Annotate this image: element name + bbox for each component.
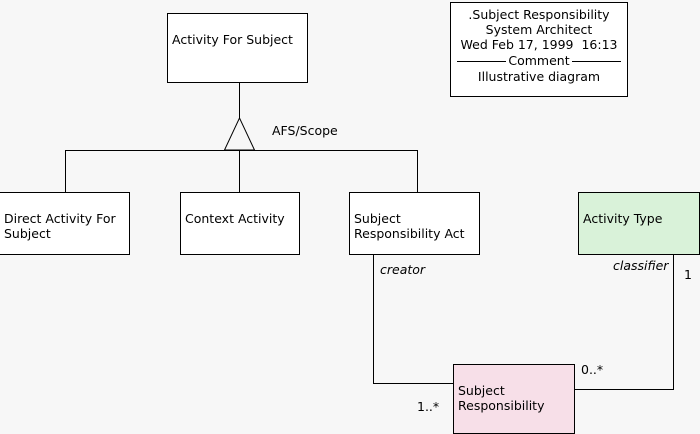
note-name: .Subject Responsibility [468, 7, 610, 22]
generalization-drop-subject-responsibility-act [417, 150, 418, 192]
note-timestamp: Wed Feb 17, 1999 16:13 [460, 37, 618, 52]
association-creator-multiplicity-target: 1..* [417, 399, 440, 414]
class-label-subject-responsibility-act: Subject Responsibility Act [354, 211, 465, 241]
note-separator: Comment [457, 54, 621, 68]
generalization-bar [65, 150, 418, 151]
association-role-creator: creator [380, 262, 426, 277]
association-classifier-horizontal [575, 389, 674, 390]
association-classifier-multiplicity-target: 0..* [581, 362, 604, 377]
note-body: Illustrative diagram [477, 69, 601, 84]
class-label-direct-activity-for-subject: Direct Activity For Subject [4, 211, 116, 241]
class-box-subject-responsibility-act[interactable]: Subject Responsibility Act [349, 192, 480, 255]
note-author: System Architect [485, 22, 593, 37]
association-creator-vertical [373, 255, 374, 383]
generalization-stem [239, 83, 240, 119]
class-box-activity-for-subject[interactable]: Activity For Subject [167, 13, 308, 83]
generalization-label: AFS/Scope [272, 123, 338, 138]
class-label-activity-type: Activity Type [583, 211, 663, 226]
association-role-classifier: classifier [613, 258, 669, 273]
note-separator-label: Comment [508, 53, 570, 68]
comment-note-box[interactable]: .Subject Responsibility System Architect… [450, 2, 628, 97]
association-creator-horizontal [373, 383, 454, 384]
class-label-subject-responsibility: Subject Responsibility [458, 383, 545, 413]
generalization-drop-direct-activity [65, 150, 66, 192]
class-box-context-activity[interactable]: Context Activity [180, 192, 300, 255]
generalization-drop-context-activity [239, 150, 240, 192]
class-box-subject-responsibility[interactable]: Subject Responsibility [453, 364, 575, 434]
class-label-context-activity: Context Activity [185, 211, 285, 226]
class-box-activity-type[interactable]: Activity Type [578, 192, 700, 255]
association-classifier-vertical [673, 255, 674, 389]
class-box-direct-activity-for-subject[interactable]: Direct Activity For Subject [0, 192, 130, 255]
class-label-activity-for-subject: Activity For Subject [172, 32, 293, 47]
association-classifier-multiplicity-source: 1 [684, 267, 692, 282]
